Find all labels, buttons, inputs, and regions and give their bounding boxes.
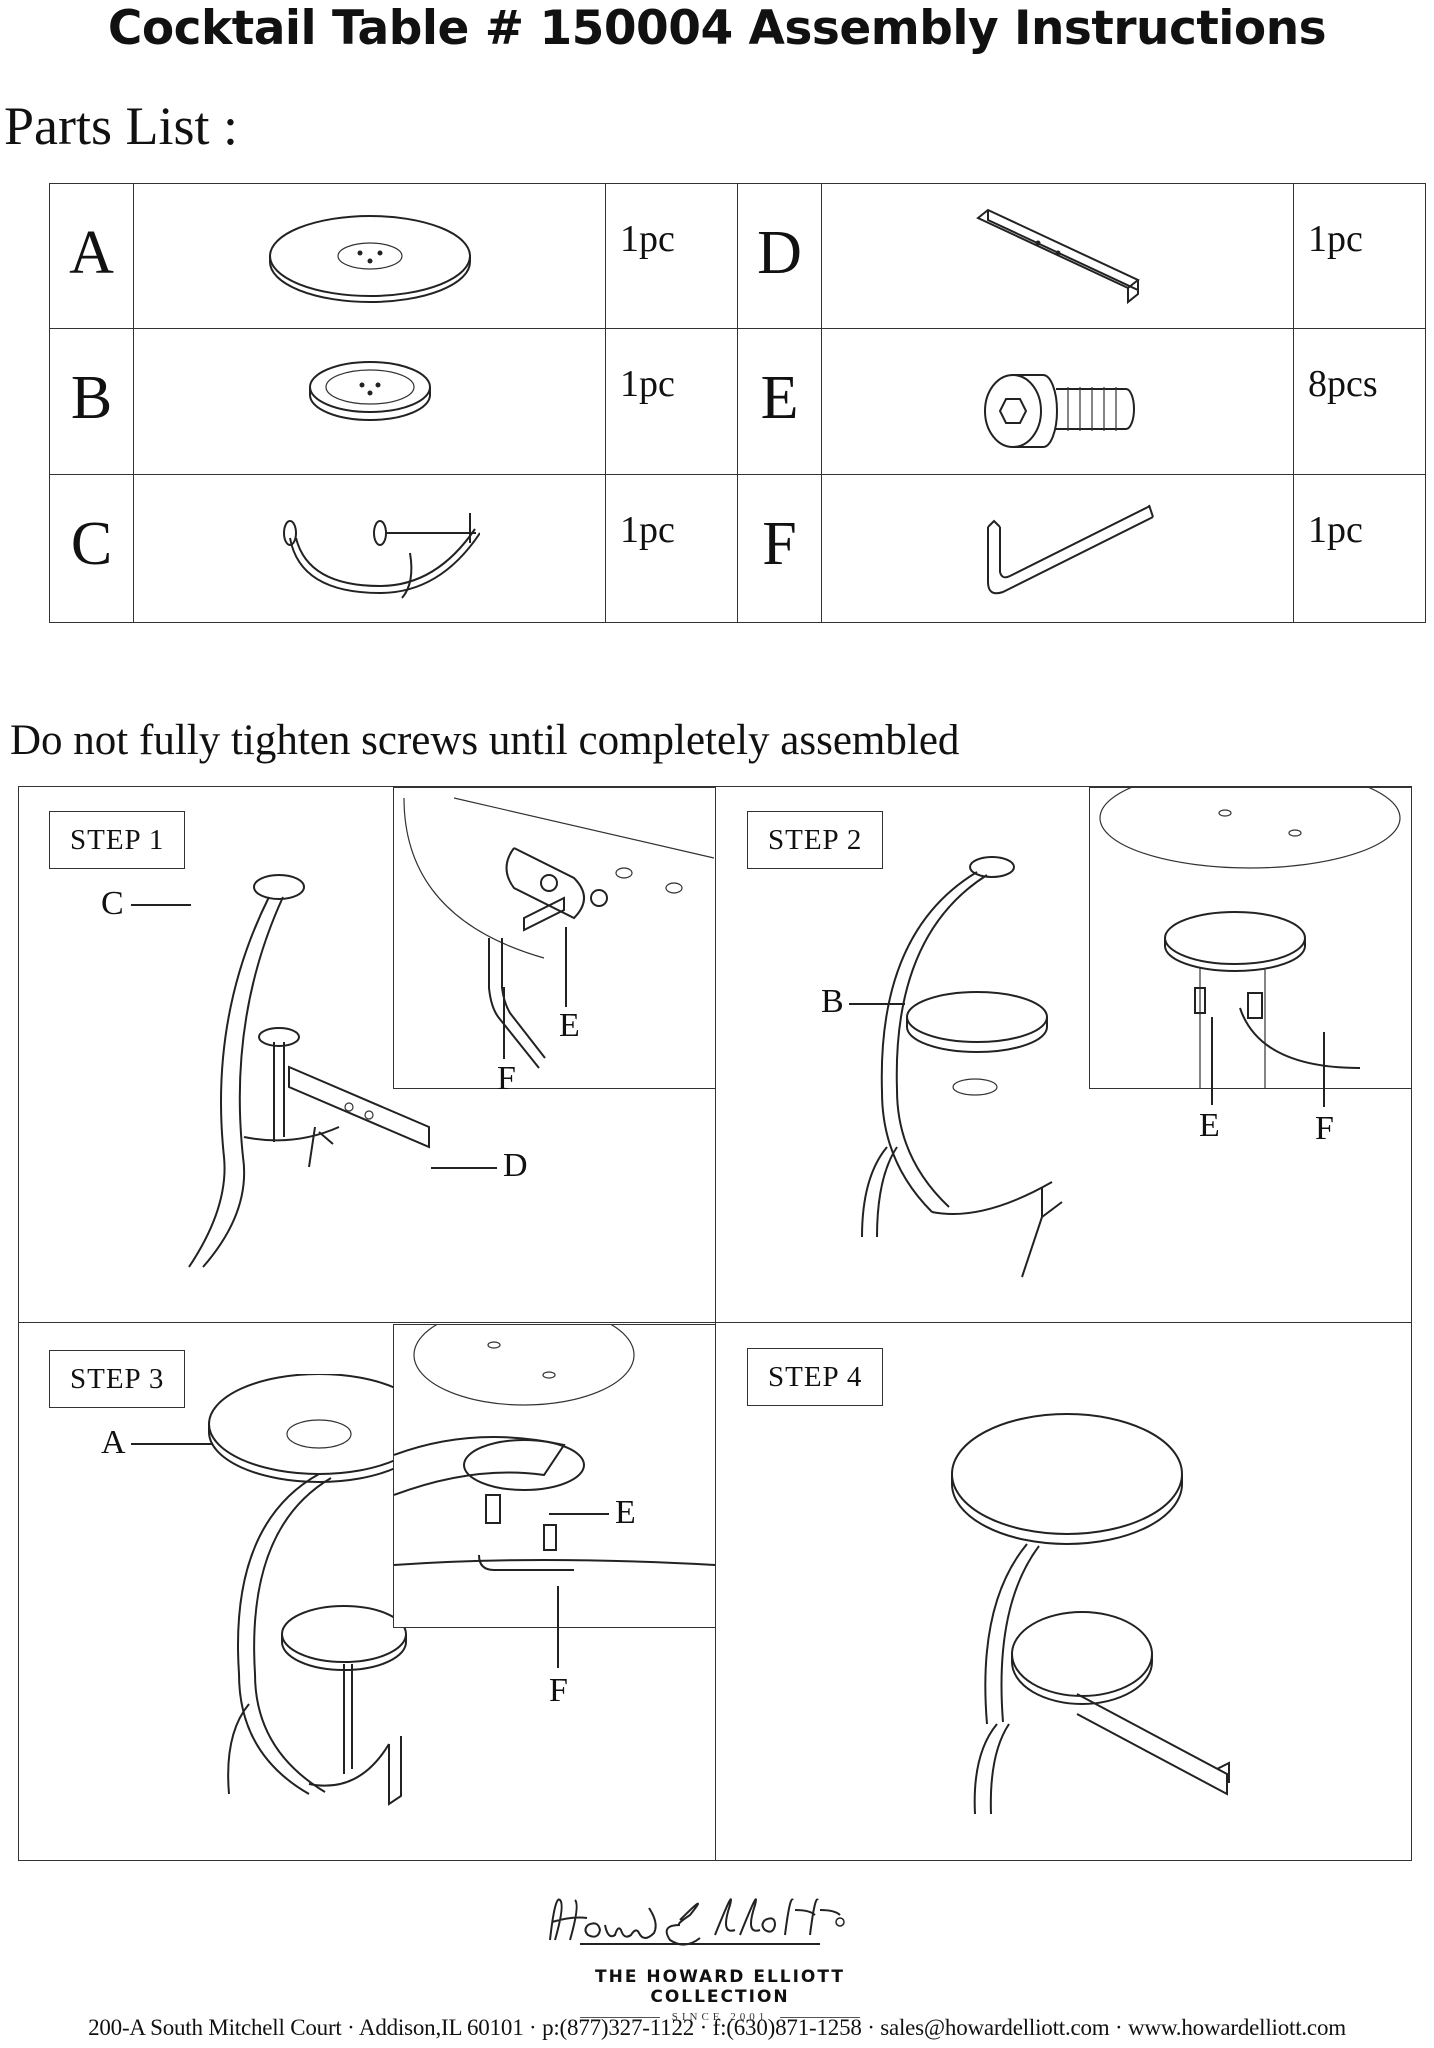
- callout-b: B: [821, 983, 844, 1020]
- part-qty: 1pc: [605, 328, 738, 475]
- callout-arrow: [131, 904, 191, 906]
- part-c-image: [133, 474, 606, 623]
- parts-list-heading: Parts List :: [4, 96, 239, 156]
- callout-e: E: [1199, 1107, 1220, 1144]
- callout-arrow: [1211, 1017, 1213, 1105]
- parts-row: A 1pc D 1pc: [49, 183, 1426, 329]
- callout-e: E: [615, 1494, 636, 1531]
- callout-arrow: [549, 1513, 609, 1515]
- step-label: STEP 4: [747, 1348, 884, 1406]
- step-4-panel: STEP 4: [717, 1324, 1411, 1860]
- assembly-note: Do not fully tighten screws until comple…: [10, 717, 960, 764]
- callout-c: C: [101, 885, 124, 922]
- divider: [19, 1322, 1411, 1323]
- part-d-image: [821, 183, 1294, 329]
- step-1-detail-drawing: [403, 797, 715, 1069]
- steps-grid: STEP 1 C D E F: [18, 786, 1412, 1861]
- part-qty: 8pcs: [1293, 328, 1426, 475]
- step-2-panel: STEP 2 B E F: [717, 787, 1411, 1322]
- callout-arrow: [565, 927, 567, 1007]
- callout-arrow: [849, 1003, 905, 1005]
- part-e-image: [821, 328, 1294, 475]
- callout-e: E: [559, 1007, 580, 1044]
- parts-row: C 1pc F 1pc: [49, 474, 1426, 623]
- part-qty: 1pc: [1293, 474, 1426, 623]
- callout-f: F: [1315, 1110, 1334, 1147]
- part-b-image: [133, 328, 606, 475]
- part-letter: E: [737, 328, 822, 475]
- callout-a: A: [101, 1424, 126, 1461]
- curved-frame-icon: [282, 513, 480, 599]
- step-1-frame-drawing: [188, 874, 430, 1268]
- step-2-detail-inset: [1089, 787, 1411, 1089]
- part-qty: 1pc: [605, 183, 738, 329]
- step-3-detail-drawing: [394, 1325, 715, 1571]
- hex-bolt-icon: [983, 374, 1135, 448]
- part-letter: B: [49, 328, 134, 475]
- step-2-detail-drawing: [1099, 788, 1401, 1088]
- square-bar-icon: [975, 208, 1140, 305]
- round-shelf-icon: [308, 361, 431, 421]
- callout-arrow: [503, 987, 505, 1059]
- page-title: Cocktail Table # 150004 Assembly Instruc…: [107, 1, 1327, 56]
- step-2-frame-drawing: [861, 856, 1063, 1278]
- brand-since: SINCE 2001: [540, 2011, 900, 2023]
- parts-row: B 1pc E 8pcs: [49, 328, 1426, 475]
- callout-arrow: [431, 1167, 497, 1169]
- part-a-image: [133, 183, 606, 329]
- part-qty: 1pc: [1293, 183, 1426, 329]
- step-1-detail-inset: [393, 787, 715, 1089]
- part-qty: 1pc: [605, 474, 738, 623]
- footer-contact: 200-A South Mitchell Court · Addison,IL …: [88, 2015, 1346, 2040]
- step-1-panel: STEP 1 C D E F: [19, 787, 715, 1322]
- howard-elliott-signature-icon: [549, 1898, 845, 1946]
- part-f-image: [821, 474, 1294, 623]
- step-label: STEP 1: [49, 811, 186, 869]
- callout-arrow: [557, 1586, 559, 1668]
- parts-table: A 1pc D 1pc B: [49, 183, 1426, 623]
- part-letter: A: [49, 183, 134, 329]
- callout-arrow: [1323, 1032, 1325, 1107]
- brand-logo: THE HOWARD ELLIOTT COLLECTION SINCE 2001: [540, 1880, 900, 2023]
- part-letter: D: [737, 183, 822, 329]
- round-tabletop-icon: [268, 215, 471, 303]
- allen-key-icon: [986, 504, 1154, 595]
- callout-f: F: [549, 1672, 568, 1709]
- step-4-assembled-table-drawing: [951, 1413, 1230, 1815]
- callout-arrow: [131, 1443, 213, 1445]
- step-3-detail-inset: [393, 1324, 715, 1628]
- part-letter: C: [49, 474, 134, 623]
- step-label: STEP 2: [747, 811, 884, 869]
- callout-f: F: [497, 1060, 516, 1097]
- callout-d: D: [503, 1147, 528, 1184]
- step-label: STEP 3: [49, 1350, 186, 1408]
- step-3-panel: STEP 3 A E F: [19, 1324, 715, 1860]
- divider: [715, 787, 716, 1860]
- brand-collection-name: THE HOWARD ELLIOTT COLLECTION: [595, 1967, 845, 2007]
- part-letter: F: [737, 474, 822, 623]
